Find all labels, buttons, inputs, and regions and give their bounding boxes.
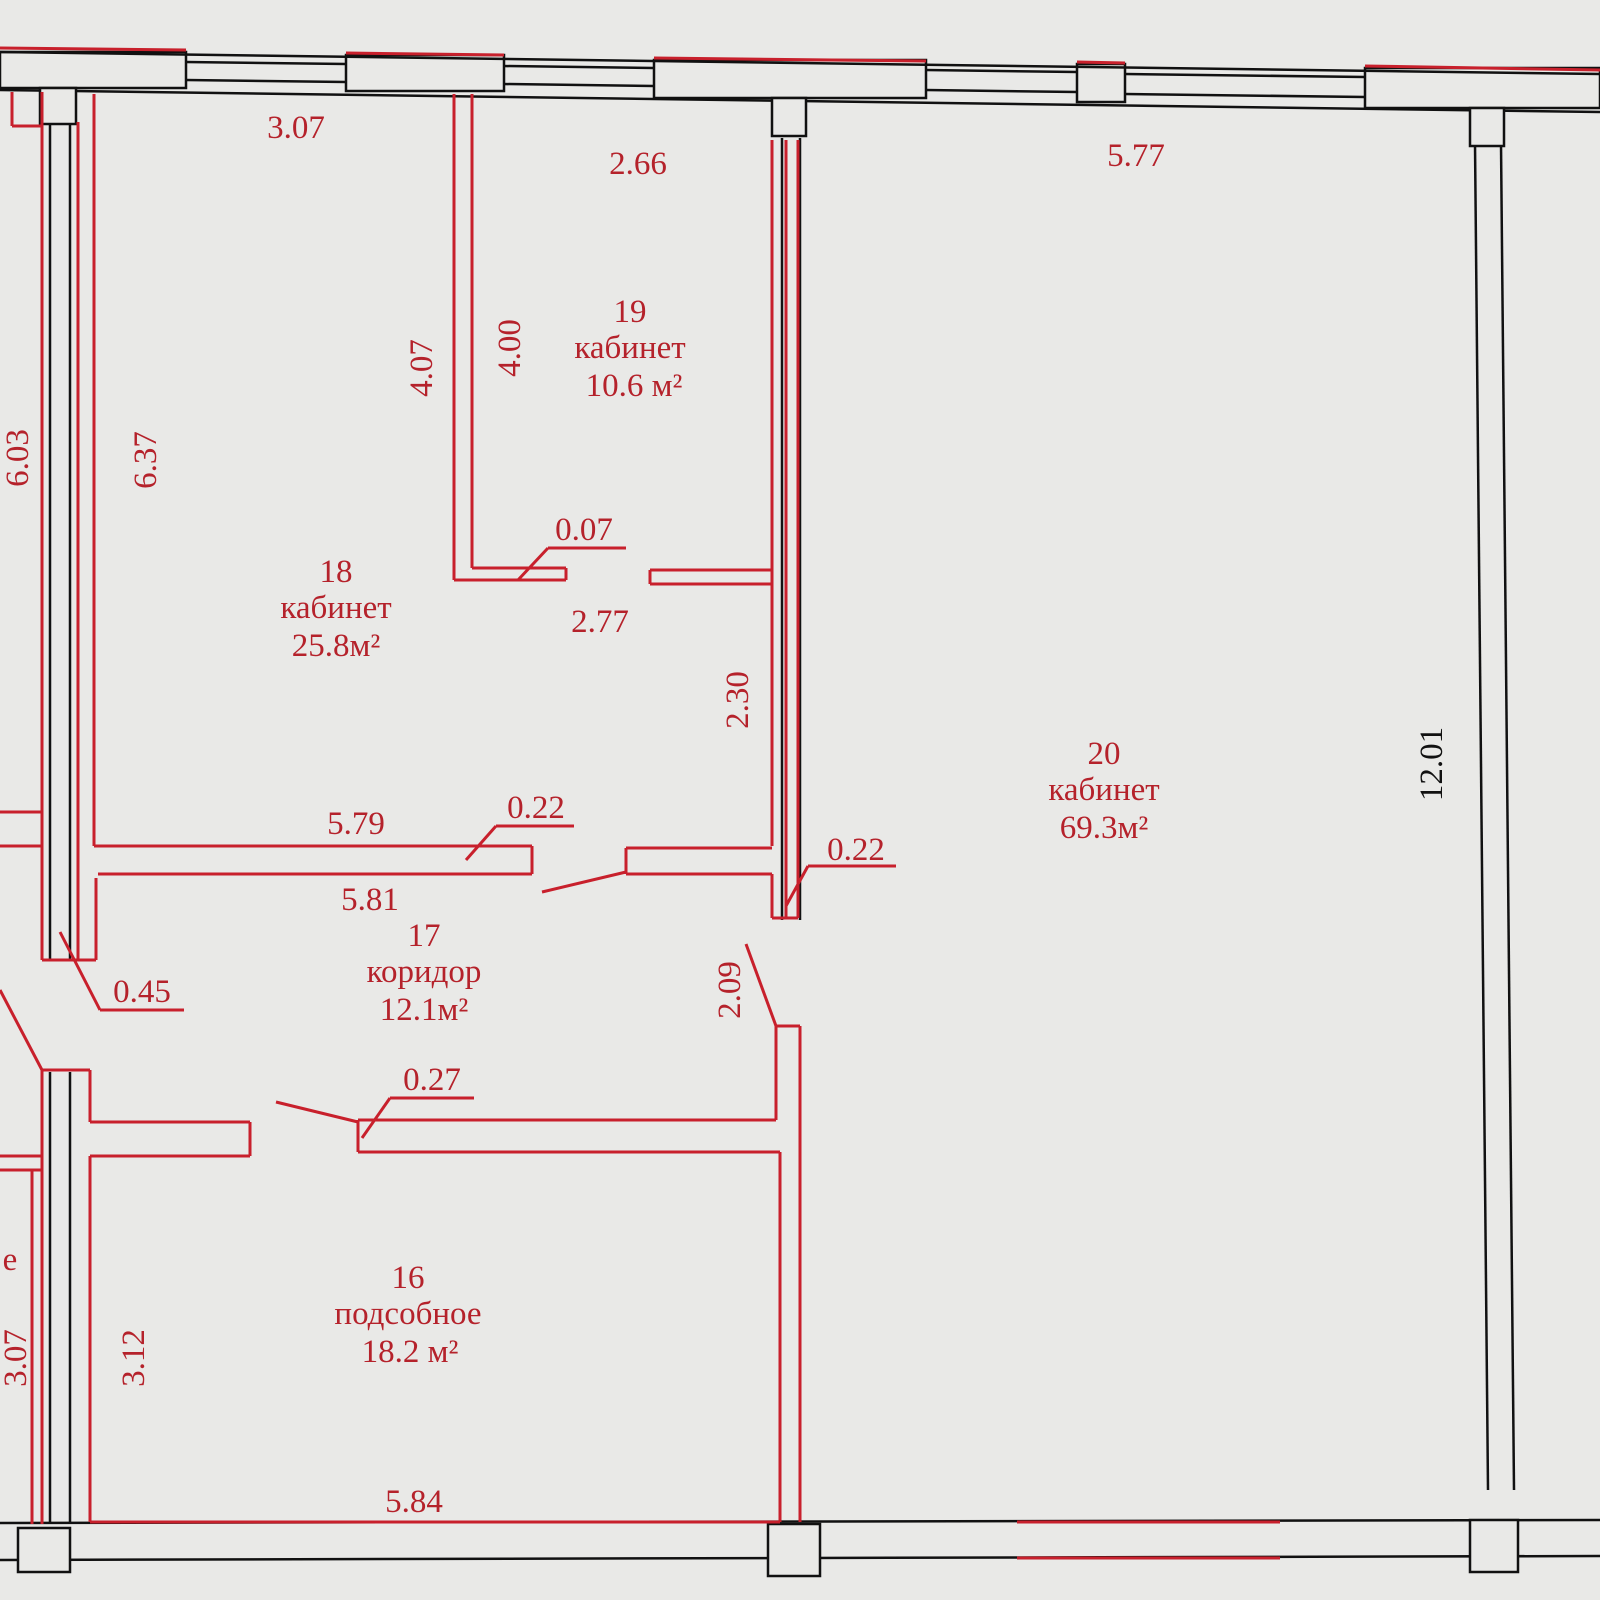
dim-label: 5.79: [327, 806, 385, 842]
room-18-label: 18 кабинет 25.8м²: [280, 554, 391, 664]
dim-label: 6.03: [0, 429, 36, 487]
room-20-label: 20 кабинет 69.3м²: [1048, 736, 1159, 846]
dim-label: 2.77: [571, 604, 629, 640]
room-name: подсобное: [334, 1296, 481, 1332]
room-name: кабинет: [574, 330, 685, 366]
dim-label: 0.22: [827, 832, 885, 868]
partitions: [0, 46, 1600, 1560]
dim-label: 0.45: [113, 974, 171, 1010]
dim-label: 4.00: [492, 319, 528, 377]
room-number: 19: [614, 294, 647, 330]
room-name: кабинет: [280, 590, 391, 626]
dim-label: 2.66: [609, 146, 667, 182]
dim-label: 3.12: [116, 1329, 152, 1387]
room-17-label: 17 коридор 12.1м²: [367, 918, 482, 1028]
dim-label: 0.22: [507, 790, 565, 826]
dim-label: 3.07: [267, 110, 325, 146]
dim-label: 12.01: [1414, 727, 1450, 801]
dim-label: 3.07: [0, 1329, 34, 1387]
room-number: 20: [1088, 736, 1121, 772]
partial-room-label: е: [3, 1242, 18, 1278]
room-number: 17: [408, 918, 441, 954]
room-number: 16: [392, 1260, 425, 1296]
dim-label: 2.30: [720, 671, 756, 729]
room-16-label: 16 подсобное 18.2 м²: [334, 1260, 481, 1370]
room-number: 18: [320, 554, 353, 590]
columns: [16, 86, 1520, 1578]
dim-label: 0.07: [555, 512, 613, 548]
room-area: 25.8м²: [292, 628, 381, 664]
room-area: 69.3м²: [1060, 810, 1149, 846]
room-name: кабинет: [1048, 772, 1159, 808]
dim-label: 5.77: [1107, 138, 1165, 174]
dim-label: 5.81: [341, 882, 399, 918]
dim-label: 0.27: [403, 1062, 461, 1098]
room-name: коридор: [367, 954, 482, 990]
room-area: 18.2 м²: [362, 1334, 459, 1370]
dimensions: 3.07 2.66 5.77 4.07 4.00 6.03 6.37 0.07 …: [0, 110, 1450, 1520]
dim-label: 2.09: [712, 961, 748, 1019]
dim-label: 4.07: [404, 339, 440, 397]
room-area: 12.1м²: [380, 992, 469, 1028]
room-area: 10.6 м²: [586, 368, 683, 404]
dim-label: 6.37: [128, 431, 164, 489]
dim-label: 5.84: [385, 1484, 443, 1520]
room-19-label: 19 кабинет 10.6 м²: [574, 294, 685, 404]
